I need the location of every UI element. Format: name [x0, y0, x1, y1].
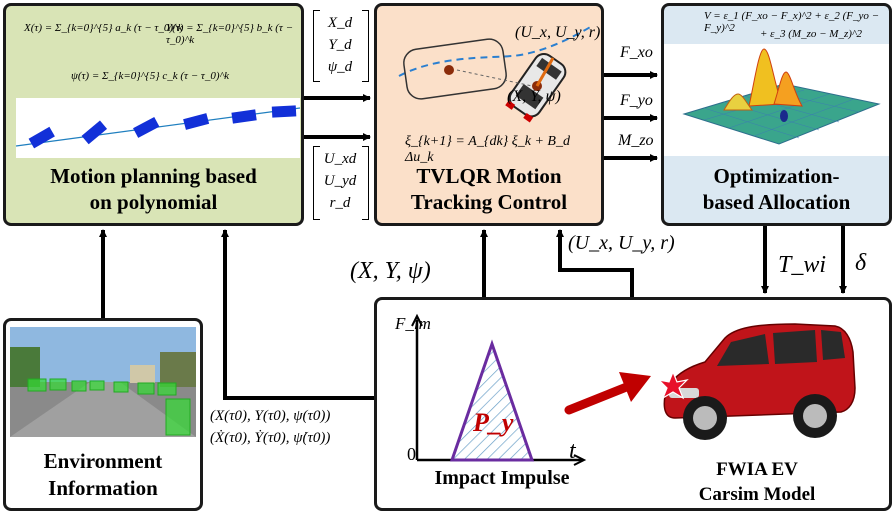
initial-rate-state: (Ẋ(τ0), Ẏ(τ0), ψ̇(τ0)): [210, 430, 331, 446]
ref-uy: U_yd: [323, 173, 357, 189]
impulse-caption: Impact Impulse: [434, 467, 570, 489]
carsim-block: F_im t 0 P_y Impact Impulse FWIA EV Cars…: [374, 297, 892, 511]
impulse-y-axis-label: F_im: [395, 314, 431, 333]
ref-x: X_d: [327, 15, 353, 31]
vehicle-pose-marker: [28, 126, 55, 149]
eq-x-polynomial: X(τ) = Σ_{k=0}^{5} a_k (τ − τ_0)^k: [24, 22, 183, 34]
tvlqr-title-line1: TVLQR Motion: [416, 164, 562, 188]
vehicle-pose-marker: [183, 113, 210, 130]
cost-function-line2: + ε_3 (M_zo − M_z)^2: [760, 28, 863, 40]
allocation-block: V = ε_1 (F_xo − F_x)^2 + ε_2 (F_yo − F_y…: [661, 3, 892, 226]
motion-planning-block: X(τ) = Σ_{k=0}^{5} a_k (τ − τ_0)^k Y(τ) …: [3, 3, 304, 226]
impulse-x-axis-label: t: [569, 438, 576, 464]
label-fxo: F_xo: [620, 44, 653, 61]
allocation-title-line1: Optimization-: [713, 164, 840, 188]
vehicle-pose-marker: [271, 105, 297, 118]
label-mzo: M_zo: [618, 132, 654, 149]
vehicle-tracking-sketch: [398, 25, 593, 123]
feedback-pose-state: (X, Y, ψ): [350, 258, 431, 284]
arrow-speed-feedback: [556, 229, 634, 297]
ref-r: r_d: [329, 195, 351, 211]
environment-title-line2: Information: [48, 476, 158, 500]
planned-path-plot: [15, 98, 301, 158]
tvlqr-state-equation: ξ_{k+1} = A_{dk} ξ_k + B_d Δu_k: [405, 134, 570, 165]
allocation-title-line2: based Allocation: [702, 190, 851, 214]
vehicle-pose-marker: [231, 109, 257, 124]
environment-camera-image: [10, 327, 196, 437]
label-steer-angle: δ: [855, 250, 867, 276]
impact-direction-arrow: [564, 372, 651, 415]
vehicle-pose-marker: [81, 120, 108, 145]
label-fyo: F_yo: [620, 92, 653, 109]
tvlqr-block: (U_x, U_y, r) (X, Y, ψ) ξ_{k+1} = A_{dk}…: [374, 3, 604, 226]
motion-planning-title-line1: Motion planning based: [50, 164, 257, 188]
impulse-origin-label: 0: [407, 444, 416, 464]
tvlqr-velocity-state: (U_x, U_y, r): [515, 24, 601, 41]
arrow-init-state: [221, 229, 374, 400]
impulse-area-label: P_y: [473, 408, 514, 437]
carsim-title-line2: Carsim Model: [698, 484, 816, 505]
tvlqr-title-line2: Tracking Control: [410, 190, 568, 214]
eq-psi-polynomial: ψ(τ) = Σ_{k=0}^{5} c_k (τ − τ_0)^k: [71, 70, 230, 82]
environment-title-line1: Environment: [43, 449, 163, 473]
eq-y-polynomial: Y(τ) = Σ_{k=0}^{5} b_k (τ − τ_0)^k: [166, 22, 294, 46]
tvlqr-pose-state: (X, Y, ψ): [507, 88, 561, 105]
ref-y: Y_d: [328, 37, 352, 53]
motion-planning-title-line2: on polynomial: [89, 190, 218, 214]
feedback-speed-state: (U_x, U_y, r): [568, 232, 675, 254]
environment-block: Environment Information: [3, 318, 203, 511]
impact-impulse-plot: [411, 313, 587, 466]
cost-surface-plot: [664, 44, 889, 156]
label-wheel-torque: T_wi: [778, 252, 827, 278]
ref-ux: U_xd: [323, 151, 357, 167]
ref-psi: ψ_d: [327, 59, 353, 75]
initial-pose-state: (X(τ0), Y(τ0), ψ(τ0)): [210, 408, 331, 424]
cost-function-line1: V = ε_1 (F_xo − F_x)^2 + ε_2 (F_yo − F_y…: [704, 10, 880, 34]
carsim-title-line1: FWIA EV: [716, 459, 798, 480]
vehicle-pose-marker: [133, 116, 160, 138]
ev-car-illustration: [657, 323, 856, 440]
